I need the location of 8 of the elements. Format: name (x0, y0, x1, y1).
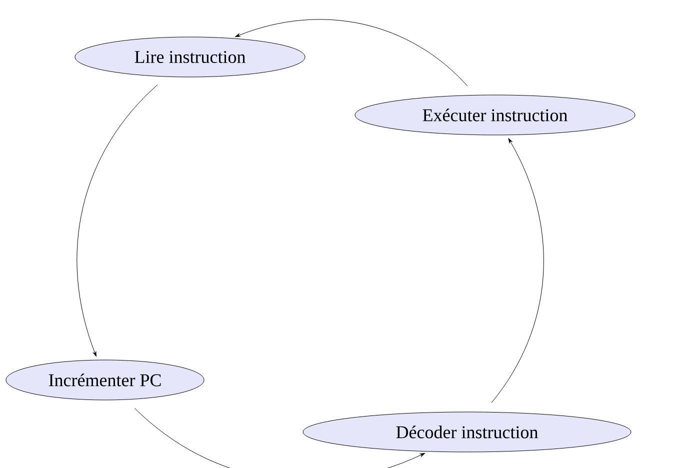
arrow (235, 19, 468, 86)
arrow (491, 138, 544, 403)
ellipse-node: Exécuter instruction (354, 94, 636, 136)
ellipse-node: Lire instruction (74, 36, 306, 78)
arrow (76, 84, 158, 356)
ellipse-node: Décoder instruction (302, 412, 632, 452)
ellipse-node: Incrémenter PC (6, 360, 204, 400)
arrow (134, 408, 425, 468)
